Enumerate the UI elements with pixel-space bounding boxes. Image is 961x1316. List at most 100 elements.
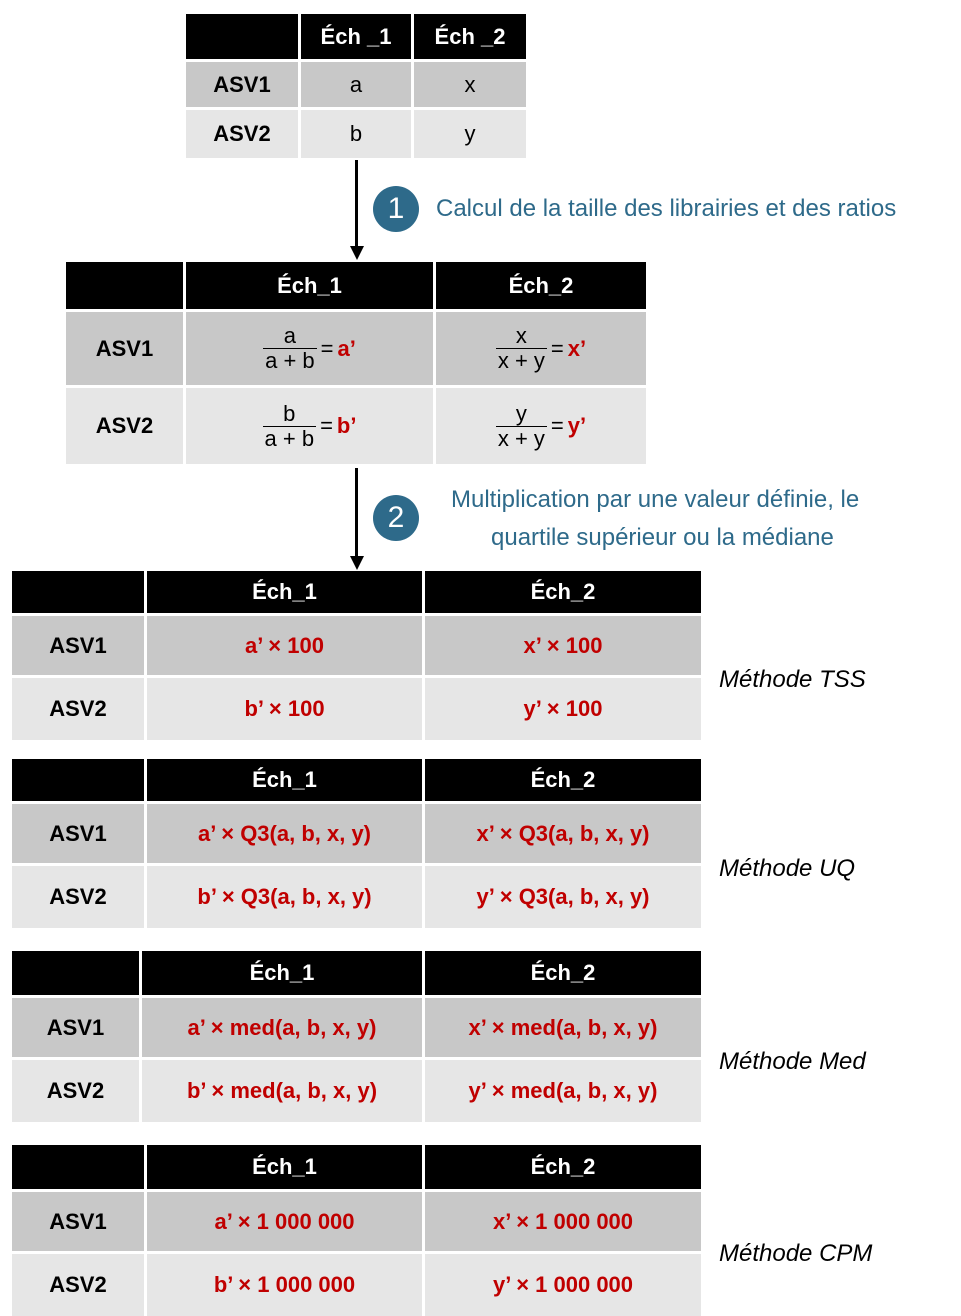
equals-sign: = xyxy=(320,413,333,438)
numerator: x xyxy=(515,323,527,348)
numerator: a xyxy=(283,323,296,348)
normalized-value: a’ × Q3(a, b, x, y) xyxy=(147,804,425,866)
numerator: y xyxy=(515,400,527,426)
denominator: x + y xyxy=(495,425,547,451)
header-corner xyxy=(12,1145,147,1192)
row-label: ASV1 xyxy=(66,312,186,388)
row-label: ASV1 xyxy=(12,1192,147,1254)
row-label: ASV1 xyxy=(12,616,147,678)
header-ech2: Éch_2 xyxy=(425,571,701,616)
flow-arrow-1 xyxy=(355,160,358,246)
table-row: ASV1 a x xyxy=(186,62,526,110)
normalized-value: y’ × 100 xyxy=(425,678,701,740)
cell-value: a xyxy=(301,62,414,110)
raw-counts-table: Éch _1 Éch _2 ASV1 a x ASV2 b y xyxy=(186,14,526,158)
header-corner xyxy=(12,951,142,998)
table-header-row: Éch _1 Éch _2 xyxy=(186,14,526,62)
step-1-badge: 1 xyxy=(373,186,419,232)
row-label: ASV2 xyxy=(66,388,186,464)
table-header-row: Éch_1 Éch_2 xyxy=(66,262,646,312)
normalized-value: x’ × med(a, b, x, y) xyxy=(425,998,701,1060)
method-label: Méthode UQ xyxy=(719,855,856,882)
header-ech1: Éch_1 xyxy=(147,759,425,804)
header-ech2: Éch_2 xyxy=(425,1145,701,1192)
header-corner xyxy=(12,759,147,804)
method-label: Méthode CPM xyxy=(719,1240,873,1267)
flow-arrow-2 xyxy=(355,468,358,556)
table-row: ASV2 b y xyxy=(186,110,526,158)
row-label: ASV2 xyxy=(12,678,147,740)
header-ech2: Éch _2 xyxy=(414,14,526,62)
row-label: ASV2 xyxy=(12,866,147,928)
normalized-value: b’ × 100 xyxy=(147,678,425,740)
header-ech2: Éch_2 xyxy=(425,759,701,804)
normalized-value: y’ × Q3(a, b, x, y) xyxy=(425,866,701,928)
step-2-text-line1: Multiplication par une valeur définie, l… xyxy=(451,486,860,513)
header-ech1: Éch_1 xyxy=(186,262,436,312)
header-ech2: Éch_2 xyxy=(425,951,701,998)
row-label: ASV1 xyxy=(186,62,301,110)
header-ech1: Éch _1 xyxy=(301,14,414,62)
header-ech1: Éch_1 xyxy=(142,951,425,998)
header-corner xyxy=(186,14,301,62)
row-label: ASV1 xyxy=(12,804,147,866)
denominator: a + b xyxy=(263,348,317,373)
equals-sign: = xyxy=(550,335,564,361)
ratio-result: b’ xyxy=(336,413,357,438)
header-ech2: Éch_2 xyxy=(436,262,646,312)
header-ech1: Éch_1 xyxy=(147,571,425,616)
row-label: ASV2 xyxy=(186,110,301,158)
cell-value: y xyxy=(414,110,526,158)
cell-value: b xyxy=(301,110,414,158)
normalized-value: y’ × med(a, b, x, y) xyxy=(425,1060,701,1122)
arrowhead-2 xyxy=(350,556,364,570)
numerator: b xyxy=(283,400,296,426)
normalized-value: y’ × 1 000 000 xyxy=(425,1254,701,1316)
header-corner xyxy=(12,571,147,616)
row-label: ASV2 xyxy=(12,1060,142,1122)
normalized-value: x’ × Q3(a, b, x, y) xyxy=(425,804,701,866)
cell-value: x xyxy=(414,62,526,110)
normalized-value: b’ × Q3(a, b, x, y) xyxy=(147,866,425,928)
normalized-value: b’ × med(a, b, x, y) xyxy=(142,1060,425,1122)
step-1-text: Calcul de la taille des librairies et de… xyxy=(436,195,897,222)
normalized-value: x’ × 100 xyxy=(425,616,701,678)
denominator: x + y xyxy=(495,348,547,373)
method-label: Méthode TSS xyxy=(719,666,866,693)
normalized-value: x’ × 1 000 000 xyxy=(425,1192,701,1254)
header-corner xyxy=(66,262,186,312)
denominator: a + b xyxy=(262,425,317,451)
ratio-result: a’ xyxy=(337,335,356,361)
normalized-value: b’ × 1 000 000 xyxy=(147,1254,425,1316)
header-ech1: Éch_1 xyxy=(147,1145,425,1192)
equals-sign: = xyxy=(320,335,334,361)
step-2-text-line2: quartile supérieur ou la médiane xyxy=(491,524,834,551)
ratio-result: x’ xyxy=(567,335,587,361)
ratio-result: y’ xyxy=(567,413,587,438)
normalized-value: a’ × 100 xyxy=(147,616,425,678)
